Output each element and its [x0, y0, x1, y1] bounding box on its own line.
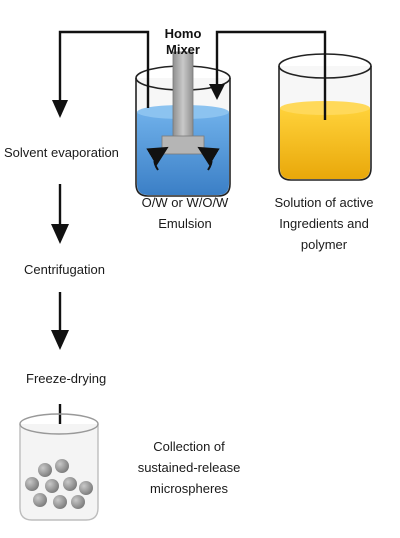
step-label-centrifugation: Centrifugation — [24, 262, 105, 277]
collection-beaker — [19, 413, 99, 521]
microsphere — [79, 481, 93, 495]
collection-label-line3: microspheres — [149, 481, 229, 496]
microsphere — [63, 477, 77, 491]
solution-beaker — [278, 53, 372, 181]
solution-label-line1: Solution of active — [274, 195, 374, 210]
microsphere — [38, 463, 52, 477]
microspheres — [25, 459, 93, 509]
solution-label-line2: Ingredients and — [279, 216, 369, 231]
microsphere — [53, 495, 67, 509]
emulsion-out-arrowhead — [52, 100, 68, 118]
microsphere — [33, 493, 47, 507]
collection-label-line1: Collection of — [153, 439, 225, 454]
step-arrow-1 — [51, 184, 69, 244]
mixer-head — [161, 135, 205, 155]
emulsion-label-line2: Emulsion — [158, 216, 212, 231]
solution-transfer-arrow — [215, 30, 327, 120]
microsphere — [55, 459, 69, 473]
microsphere — [71, 495, 85, 509]
solution-label-line3: polymer — [300, 237, 348, 252]
microsphere — [45, 479, 59, 493]
microsphere — [25, 477, 39, 491]
solution-transfer-arrowhead — [209, 84, 225, 100]
emulsion-label-line1: O/W or W/O/W — [141, 195, 229, 210]
emulsion-out-arrow — [58, 30, 150, 108]
mixing-swirl-right — [197, 146, 220, 171]
solution-liquid — [280, 108, 370, 179]
homo-mixer-label-line1: Homo — [164, 26, 202, 41]
solution-label: Solution of active Ingredients and polym… — [262, 192, 386, 255]
homo-mixer-label: Homo Mixer — [158, 26, 208, 58]
step-label-solvent-evaporation: Solvent evaporation — [4, 145, 119, 160]
step-arrow-2 — [51, 292, 69, 350]
homo-mixer — [146, 51, 220, 171]
emulsion-label: O/W or W/O/W Emulsion — [130, 192, 240, 234]
collection-label-line2: sustained-release — [137, 460, 241, 475]
homo-mixer-label-line2: Mixer — [166, 42, 200, 57]
collection-label: Collection of sustained-release microsph… — [124, 436, 254, 499]
mixing-swirl-left — [146, 146, 169, 171]
step-label-freeze-drying: Freeze-drying — [26, 371, 107, 386]
